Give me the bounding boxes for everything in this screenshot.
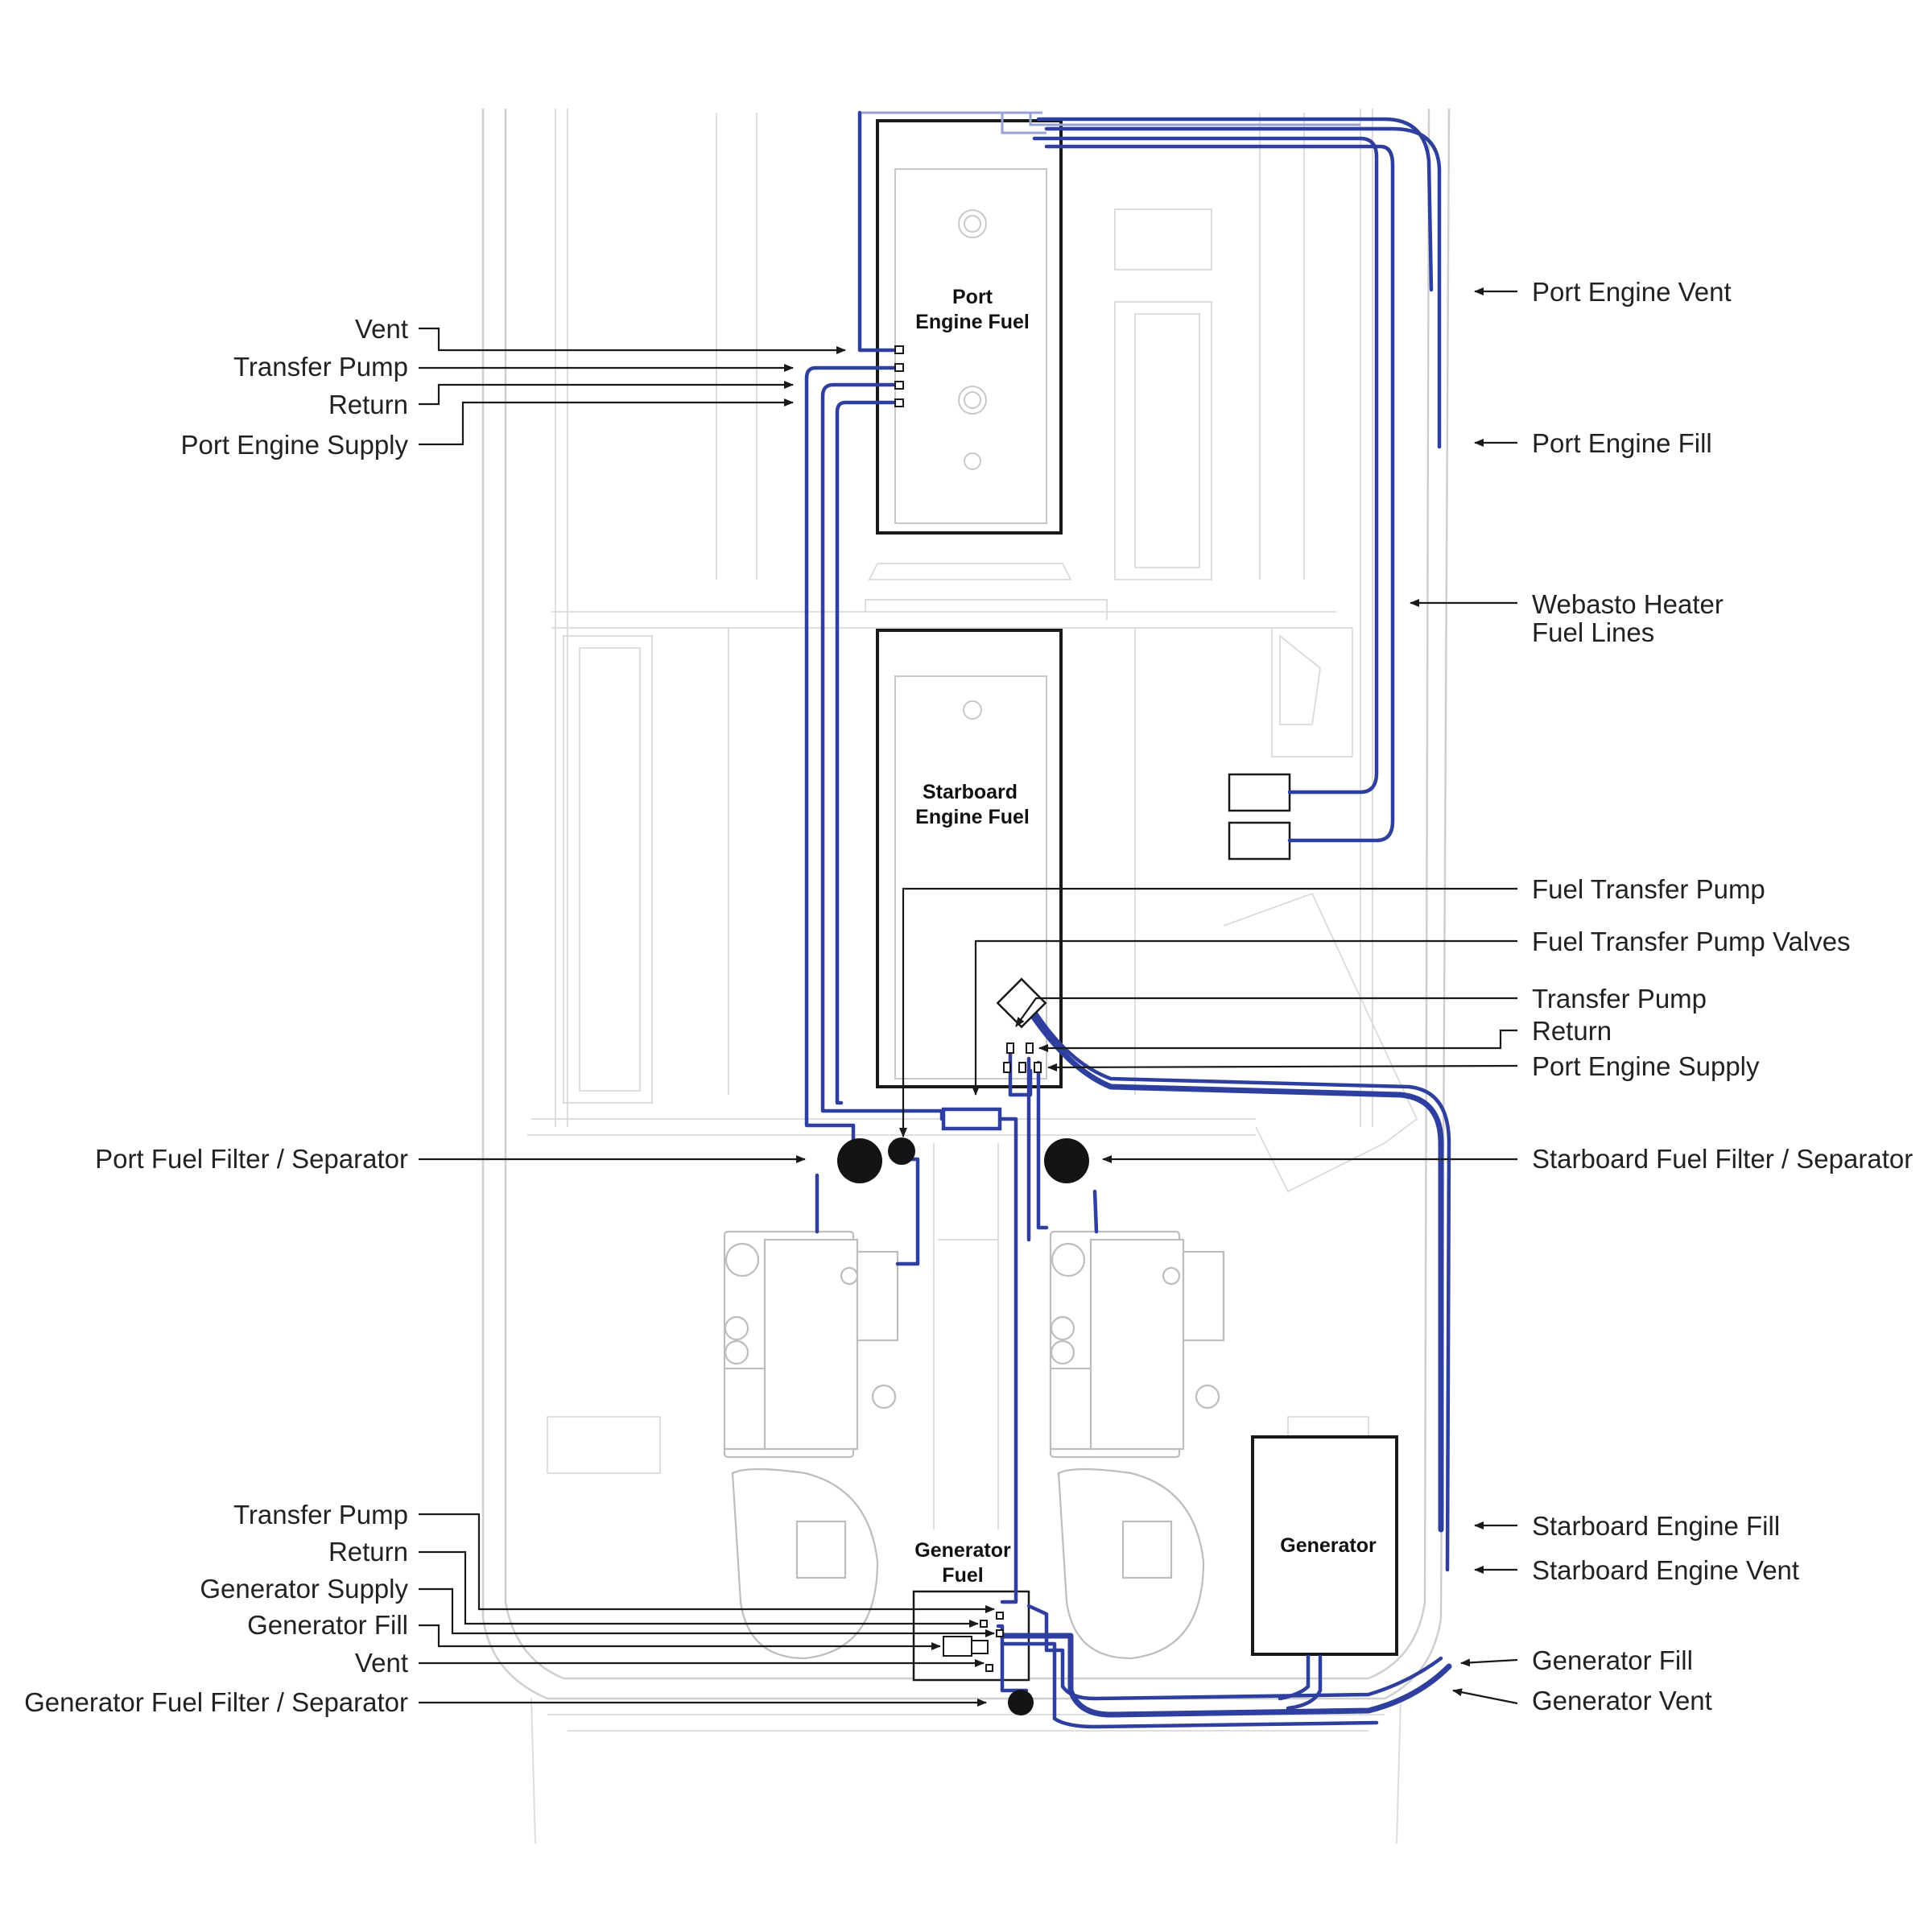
- starboard-tank-label-line1: Starboard: [923, 781, 1018, 803]
- label-generator-supply: Generator Supply: [200, 1574, 408, 1604]
- label-transfer-pump: Transfer Pump: [233, 352, 408, 382]
- generator-fuel-label-line2: Fuel: [942, 1564, 983, 1587]
- label-generator-fill-right: Generator Fill: [1532, 1645, 1693, 1675]
- generator-tank-ports: [943, 1612, 1004, 1672]
- labels-left-bottom: Transfer Pump Return Generator Supply Ge…: [24, 1500, 408, 1717]
- label-starboard-engine-fill: Starboard Engine Fill: [1532, 1511, 1780, 1541]
- webasto-heaters: [1228, 773, 1291, 861]
- starboard-tank-label-line2: Engine Fuel: [915, 806, 1030, 828]
- label-generator-vent: Generator Vent: [1532, 1686, 1712, 1715]
- label-port-engine-fill: Port Engine Fill: [1532, 428, 1712, 458]
- label-stbd-return: Return: [1532, 1016, 1612, 1046]
- port-tank-label-line1: Port: [952, 286, 993, 308]
- label-starboard-fuel-filter: Starboard Fuel Filter / Separator: [1532, 1144, 1913, 1174]
- port-engine-fuel-tank: Port Engine Fuel: [876, 119, 1063, 535]
- label-return: Return: [328, 390, 408, 419]
- fuel-lines: [804, 110, 1452, 1729]
- label-generator-fill: Generator Fill: [247, 1610, 408, 1640]
- labels-right: Port Engine Vent Port Engine Fill Webast…: [1532, 277, 1913, 1715]
- label-port-engine-vent: Port Engine Vent: [1532, 277, 1732, 307]
- label-starboard-engine-vent: Starboard Engine Vent: [1532, 1555, 1799, 1585]
- label-gen-return: Return: [328, 1537, 408, 1567]
- labels-left-top: Vent Transfer Pump Return Port Engine Su…: [95, 314, 408, 1174]
- fuel-transfer-pump-valve: [996, 977, 1047, 1029]
- port-tank-label-line2: Engine Fuel: [915, 311, 1030, 333]
- label-fuel-transfer-pump: Fuel Transfer Pump: [1532, 874, 1765, 904]
- label-port-engine-supply: Port Engine Supply: [180, 430, 408, 460]
- label-stbd-transfer-pump: Transfer Pump: [1532, 984, 1707, 1013]
- starboard-tank-ports: [1003, 1042, 1042, 1073]
- label-port-fuel-filter: Port Fuel Filter / Separator: [95, 1144, 408, 1174]
- generator-box: Generator: [1251, 1435, 1398, 1656]
- label-vent: Vent: [355, 314, 408, 344]
- label-webasto-line2: Fuel Lines: [1532, 617, 1654, 647]
- leader-lines: [419, 287, 1518, 1707]
- port-tank-ports: [894, 345, 904, 407]
- label-stbd-port-engine-supply: Port Engine Supply: [1532, 1051, 1760, 1081]
- starboard-engine: [1049, 1230, 1225, 1660]
- hull-outline: [481, 108, 1451, 1844]
- label-fuel-transfer-pump-valves: Fuel Transfer Pump Valves: [1532, 927, 1851, 956]
- generator-label: Generator: [1280, 1534, 1377, 1557]
- generator-fuel-label-line1: Generator: [914, 1539, 1011, 1562]
- label-gen-transfer-pump: Transfer Pump: [233, 1500, 408, 1530]
- label-generator-fuel-filter: Generator Fuel Filter / Separator: [24, 1687, 408, 1717]
- label-gen-vent: Vent: [355, 1648, 408, 1678]
- port-engine: [723, 1230, 899, 1660]
- label-webasto-line1: Webasto Heater: [1532, 589, 1724, 619]
- fuel-filters: [837, 1137, 1089, 1715]
